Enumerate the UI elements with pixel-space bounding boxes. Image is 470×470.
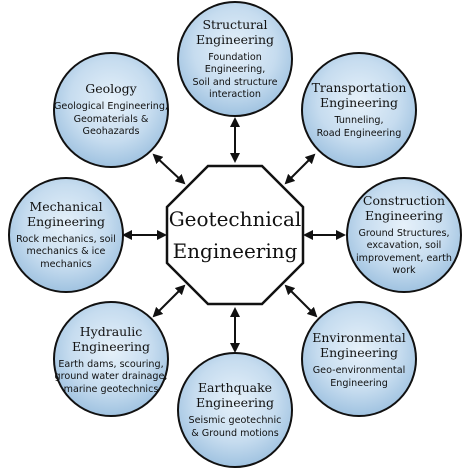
center-title-line1: Geotechnical (168, 207, 302, 231)
arrow-geology (152, 153, 186, 185)
node-title: Structural (202, 16, 268, 32)
node-description: Tunneling,Road Engineering (316, 115, 402, 139)
node-hydraulic: Hydraulic Engineering Earth dams, scouri… (54, 315, 168, 405)
node-title: Environmental (312, 330, 406, 345)
node-description: Geological Engineering,Geomaterials &Geo… (54, 101, 168, 138)
node-construction: Construction Engineering Ground Structur… (349, 185, 459, 285)
node-title: Construction (362, 192, 446, 208)
node-title: Geology (85, 81, 137, 97)
circle-environmental (301, 301, 417, 417)
node-title: Engineering (364, 207, 444, 223)
node-geology: Geology Geological Engineering,Geomateri… (54, 72, 168, 148)
node-earthquake: Earthquake Engineering Seismic geotechni… (180, 372, 290, 448)
node-title: Transportation (311, 80, 407, 95)
circle-geology (53, 52, 169, 168)
node-environmental: Environmental Engineering Geo-environmen… (304, 322, 414, 398)
node-title: Engineering (195, 31, 275, 47)
center-title-line2: Engineering (172, 239, 298, 263)
circle-earthquake (177, 352, 293, 468)
arrow-environmental (284, 284, 318, 318)
circle-structural (177, 1, 293, 117)
circle-construction (346, 177, 462, 293)
node-transportation: Transportation Engineering Tunneling,Roa… (304, 72, 414, 148)
satellite-circles (8, 1, 462, 468)
node-title: Engineering (319, 345, 399, 360)
circle-mechanical (8, 177, 124, 293)
node-description: Seismic geotechnic& Ground motions (188, 415, 282, 439)
node-title: Earthquake (197, 380, 273, 395)
arrow-transportation (284, 153, 316, 185)
node-title: Engineering (71, 338, 151, 354)
node-structural: Structural Engineering Foundation Engine… (180, 14, 290, 104)
center-octagon (165, 164, 305, 306)
circle-hydraulic (53, 301, 169, 417)
node-title: Hydraulic (79, 323, 143, 339)
node-title: Engineering (319, 95, 399, 110)
node-title: Engineering (195, 395, 275, 410)
arrow-hydraulic (152, 284, 186, 318)
node-description: Earth dams, scouring,ground water draina… (54, 358, 168, 395)
connectors (122, 117, 346, 353)
node-description: Foundation Engineering,Soil and structur… (192, 51, 278, 101)
node-title: Engineering (26, 213, 106, 229)
node-title: Mechanical (29, 198, 103, 214)
circle-transportation (301, 52, 417, 168)
center-title: Geotechnical Engineering (167, 203, 303, 267)
node-mechanical: Mechanical Engineering Rock mechanics, s… (11, 192, 121, 278)
